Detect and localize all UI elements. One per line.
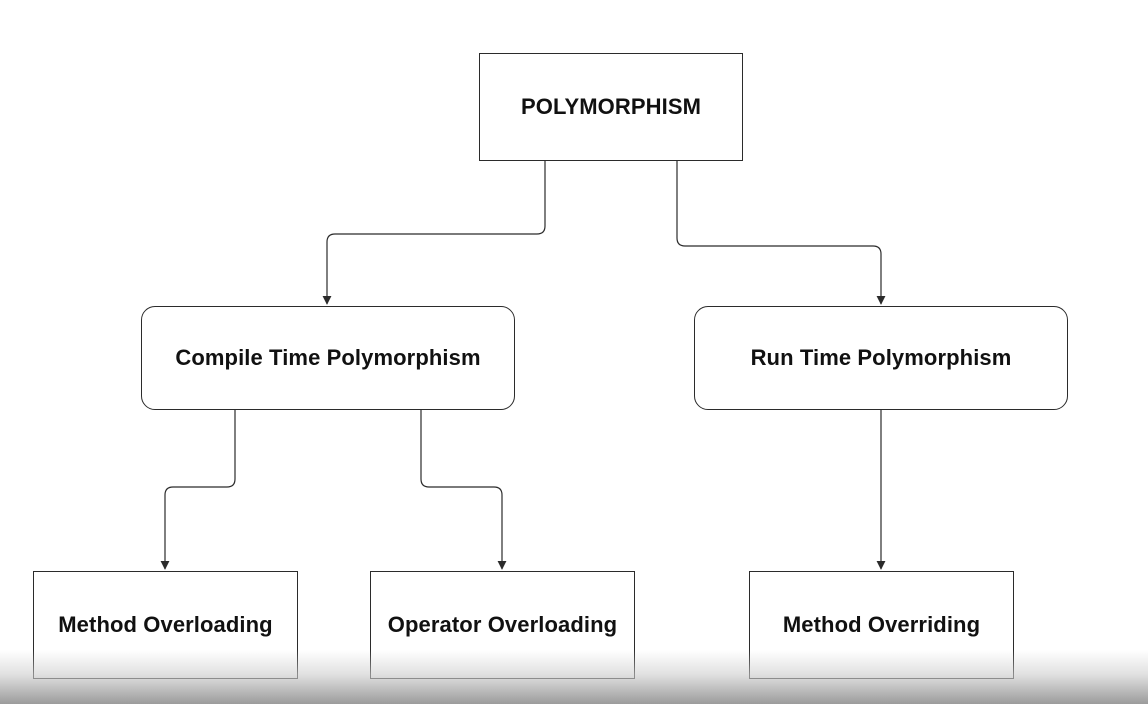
connector-root-to-run-time [676, 161, 886, 305]
node-compile-time-polymorphism-label: Compile Time Polymorphism [175, 345, 481, 370]
connector-compile-time-to-operator-overloading [420, 410, 507, 570]
node-compile-time-polymorphism: Compile Time Polymorphism [141, 306, 515, 410]
connector-root-to-compile-time [322, 161, 546, 305]
node-run-time-polymorphism: Run Time Polymorphism [694, 306, 1068, 410]
node-polymorphism-label: POLYMORPHISM [520, 94, 702, 119]
node-method-overriding-label: Method Overriding [782, 612, 981, 637]
bottom-shadow-band [0, 650, 1148, 704]
node-method-overloading-label: Method Overloading [58, 612, 273, 637]
connector-compile-time-to-method-overloading [160, 410, 236, 570]
node-operator-overloading-label: Operator Overloading [387, 612, 618, 637]
node-polymorphism: POLYMORPHISM [479, 53, 743, 161]
node-run-time-polymorphism-label: Run Time Polymorphism [750, 345, 1012, 370]
